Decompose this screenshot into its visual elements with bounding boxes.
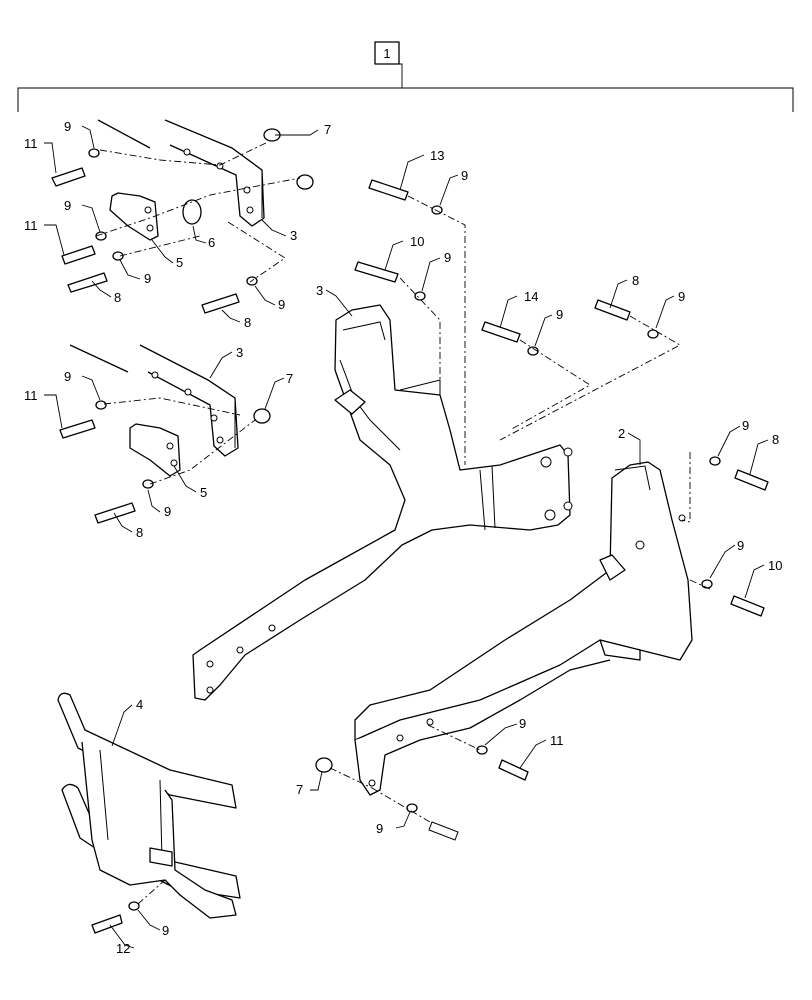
assembly-ref-label: 1 xyxy=(383,46,390,61)
callout-4: 4 xyxy=(136,697,143,712)
callout-9: 9 xyxy=(444,250,451,265)
callout-3: 3 xyxy=(290,228,297,243)
callout-8: 8 xyxy=(772,432,779,447)
upper-left-bolts xyxy=(51,148,258,314)
callout-9: 9 xyxy=(144,271,151,286)
callout-9: 9 xyxy=(278,297,285,312)
main-frame-left xyxy=(192,304,573,701)
upper-left-axis-lines xyxy=(95,141,301,283)
right-fasteners xyxy=(681,452,769,617)
callout-8: 8 xyxy=(114,290,121,305)
callout-10: 10 xyxy=(410,234,424,249)
callout-5: 5 xyxy=(176,255,183,270)
callout-14: 14 xyxy=(524,289,538,304)
callout-9: 9 xyxy=(376,821,383,836)
callout-8: 8 xyxy=(632,273,639,288)
callout-12: 12 xyxy=(116,941,130,956)
callout-6: 6 xyxy=(208,235,215,250)
callout-9: 9 xyxy=(162,923,169,938)
callout-9: 9 xyxy=(461,168,468,183)
callout-9: 9 xyxy=(678,289,685,304)
callout-9: 9 xyxy=(556,307,563,322)
callout-8: 8 xyxy=(244,315,251,330)
callout-9: 9 xyxy=(64,119,71,134)
callout-7: 7 xyxy=(296,782,303,797)
callout-11: 11 xyxy=(24,218,38,233)
upper-left-spacers xyxy=(182,128,314,225)
leader-lines xyxy=(44,125,769,949)
callout-7: 7 xyxy=(286,371,293,386)
callout-3: 3 xyxy=(236,345,243,360)
callout-10: 10 xyxy=(768,558,782,573)
callout-9: 9 xyxy=(742,418,749,433)
callout-13: 13 xyxy=(430,148,444,163)
callout-9: 9 xyxy=(64,369,71,384)
callout-5: 5 xyxy=(200,485,207,500)
callout-9: 9 xyxy=(519,716,526,731)
callout-2: 2 xyxy=(618,426,625,441)
lower-right-fasteners xyxy=(315,724,529,841)
upper-left-bracket xyxy=(109,192,159,241)
upper-left-frame xyxy=(97,119,265,227)
guard-assembly xyxy=(57,692,241,934)
callout-11: 11 xyxy=(24,136,38,151)
callout-7: 7 xyxy=(324,122,331,137)
callout-8: 8 xyxy=(136,525,143,540)
main-frame-right xyxy=(354,461,693,796)
callout-11: 11 xyxy=(550,733,564,748)
middle-left-parts xyxy=(59,397,271,524)
middle-left-frame xyxy=(69,344,239,457)
callouts: 11 9 7 9 11 6 3 5 9 8 8 9 13 9 10 9 3 14… xyxy=(24,119,782,956)
callout-9: 9 xyxy=(164,504,171,519)
callout-11: 11 xyxy=(24,388,38,403)
callout-9: 9 xyxy=(737,538,744,553)
callout-3: 3 xyxy=(316,283,323,298)
callout-9: 9 xyxy=(64,198,71,213)
center-fasteners xyxy=(354,179,681,465)
middle-left-bracket xyxy=(129,423,181,477)
assembly-bracket: 1 xyxy=(17,41,794,112)
